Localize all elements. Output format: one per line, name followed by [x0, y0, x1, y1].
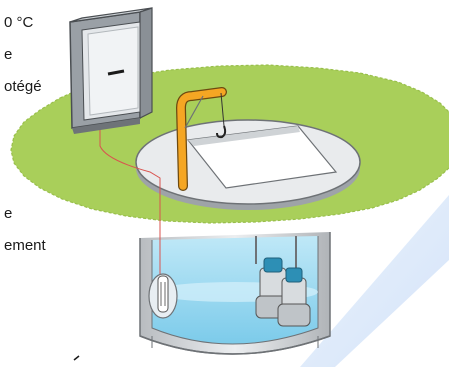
label-top-line2: e: [4, 46, 12, 64]
label-top-line3: otégé: [4, 78, 42, 96]
label-mid-line1: e: [4, 205, 12, 223]
control-cabinet-icon: [70, 8, 152, 134]
float-switch-icon: [149, 274, 177, 318]
label-top-line1: 0 °C: [4, 14, 33, 32]
shaft-cover: [136, 120, 360, 210]
label-mid-line2: ement: [4, 237, 46, 255]
text-fragment-mark: [74, 356, 79, 360]
